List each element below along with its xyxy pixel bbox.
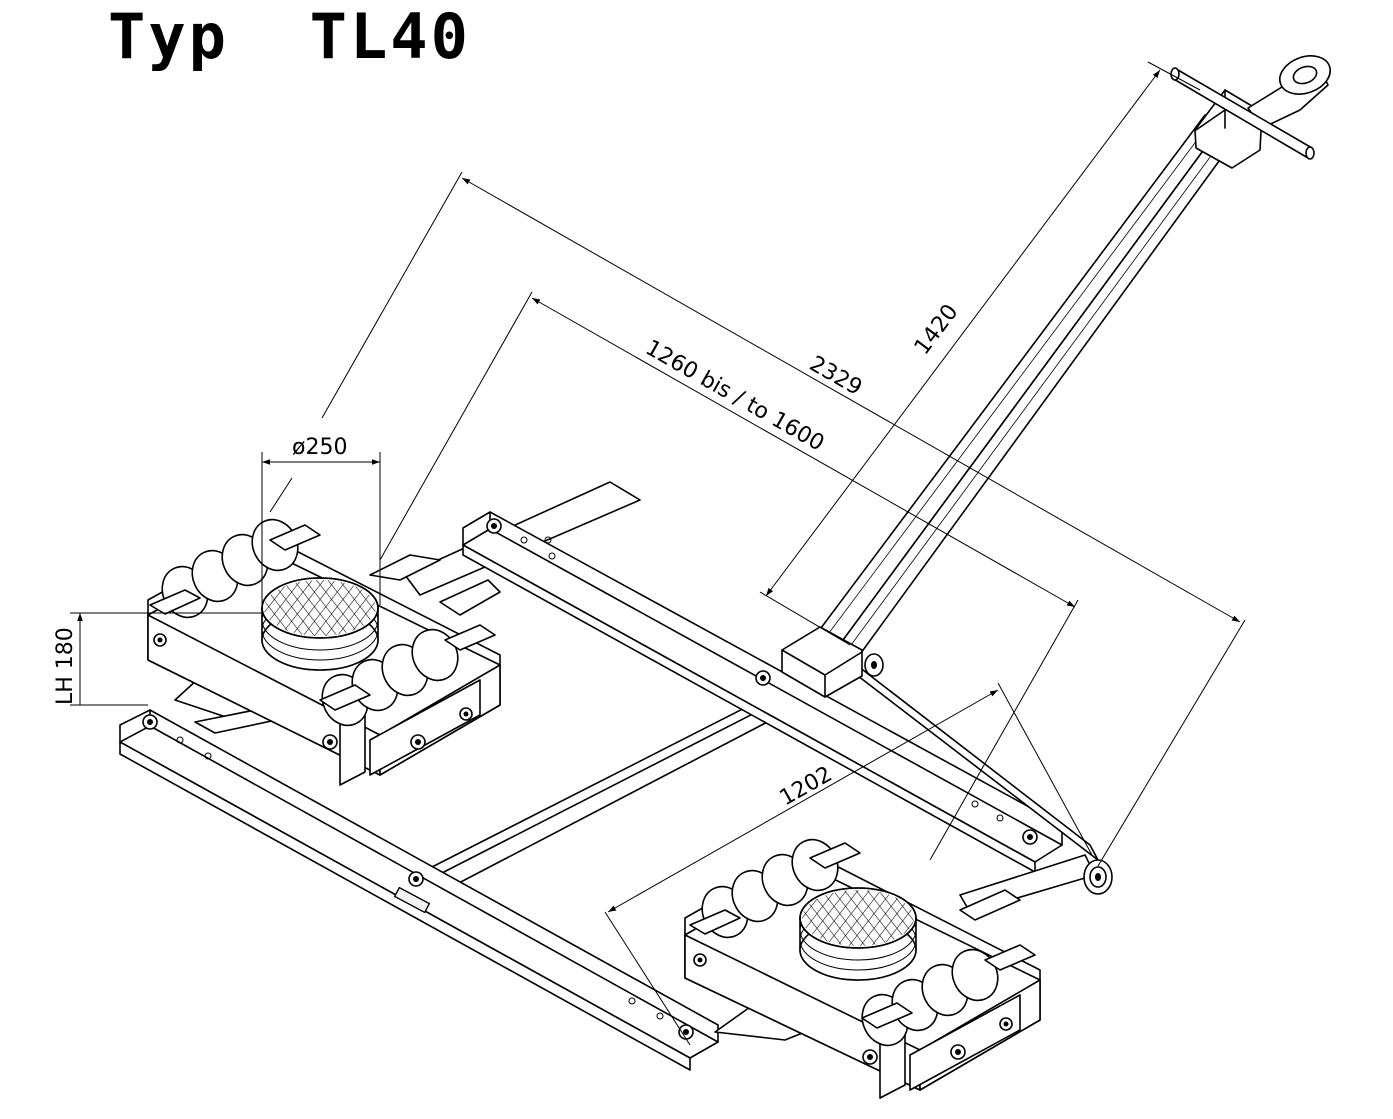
trolley-structure [119, 55, 1331, 1099]
load-pad-right [799, 887, 917, 981]
tow-bar [781, 55, 1331, 698]
roller-module-right [684, 838, 1041, 1099]
drawing-title: Typ TL40 [108, 0, 471, 73]
dim-adjustable-width: 1260 bis / to 1600 [641, 335, 828, 456]
load-pad-left [261, 577, 379, 671]
pivot-bolt [1083, 859, 1113, 895]
dim-load-height: LH 180 [53, 627, 78, 705]
dim-pad-diameter: ø250 [292, 435, 347, 460]
dim-overall-length: 2329 [805, 351, 866, 400]
dim-handle-length: 1420 [910, 300, 964, 360]
dimension-lines [70, 61, 1246, 1046]
roller-module-left [147, 518, 501, 786]
dim-track-width: 1202 [776, 762, 837, 811]
rail-front [119, 709, 719, 1071]
